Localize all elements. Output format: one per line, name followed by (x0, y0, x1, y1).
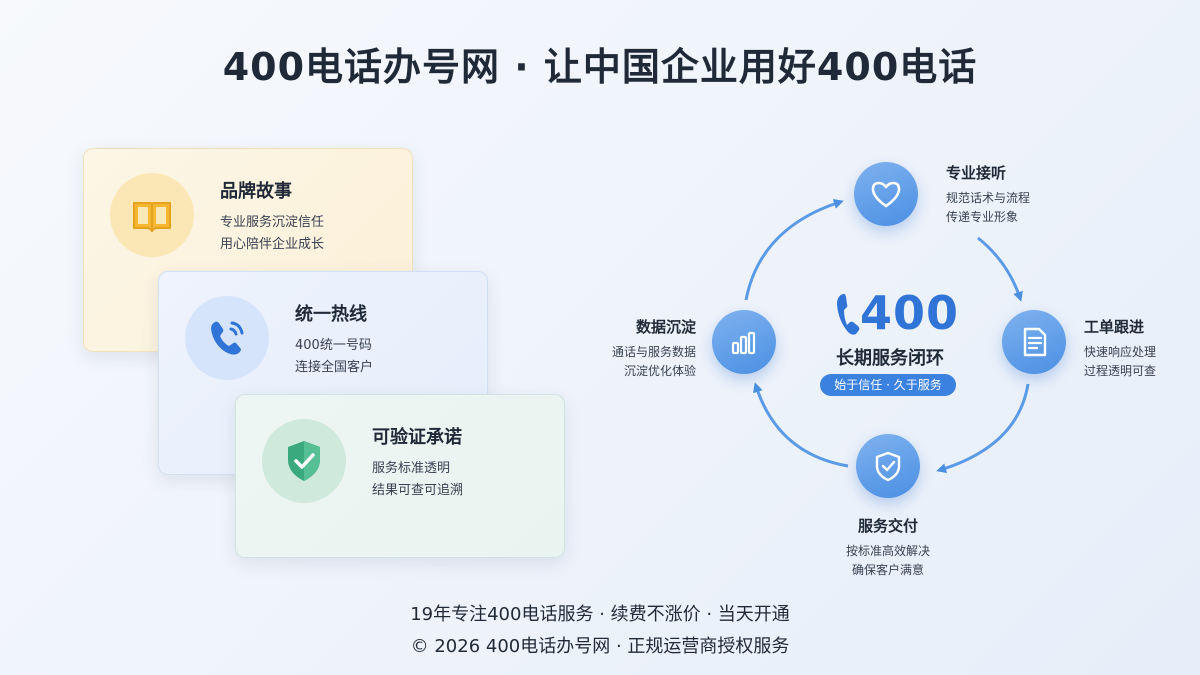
phone-icon (837, 293, 860, 335)
node-line: 过程透明可查 (1084, 364, 1157, 378)
node-service-delivery (856, 434, 920, 498)
node-title: 专业接听 (946, 164, 1007, 182)
card-title: 品牌故事 (220, 181, 292, 202)
book-icon-badge (110, 173, 194, 257)
phone-icon-badge (185, 296, 269, 380)
arrow-delivery-to-data (753, 382, 849, 468)
card-line: 用心陪伴企业成长 (220, 237, 325, 252)
shield-check-icon (288, 441, 320, 481)
shield-check-icon (875, 451, 901, 482)
node-line: 通话与服务数据 (611, 345, 696, 359)
arrow-data-to-answer (744, 199, 844, 301)
node-title: 数据沉淀 (635, 318, 696, 336)
footer-copyright: © 2026 400电话办号网 · 正规运营商授权服务 (410, 636, 790, 657)
footer-tagline: 19年专注400电话服务 · 续费不涨价 · 当天开通 (410, 604, 790, 625)
node-line: 按标准高效解决 (845, 544, 930, 558)
bar-chart-icon (731, 331, 756, 355)
node-title: 工单跟进 (1084, 318, 1145, 336)
center-tagline-badge: 始于信任 · 久于服务 (820, 374, 956, 396)
arrow-ticket-to-delivery (936, 383, 1030, 474)
cycle-arrows (744, 199, 1030, 474)
card-line: 服务标准透明 (372, 461, 451, 476)
center-title: 长期服务闭环 (836, 348, 944, 369)
card-title: 统一热线 (295, 304, 367, 325)
heart-icon (871, 181, 901, 208)
shield-icon-badge (262, 419, 346, 503)
node-ticket-follow-up (1002, 310, 1066, 374)
node-professional-answer (854, 162, 918, 226)
node-line: 确保客户满意 (851, 563, 924, 577)
card-verifiable-promise: 可验证承诺 服务标准透明 结果可查可追溯 (235, 394, 565, 558)
page-title: 400电话办号网 · 让中国企业用好400电话 (222, 45, 978, 89)
card-line: 结果可查可追溯 (372, 483, 464, 498)
phone-icon (211, 321, 244, 355)
node-line: 规范话术与流程 (946, 191, 1031, 205)
card-line: 400统一号码 (295, 338, 372, 353)
arrow-answer-to-ticket (977, 236, 1023, 302)
card-line: 连接全国客户 (295, 360, 374, 375)
card-title: 可验证承诺 (372, 427, 462, 448)
node-line: 沉淀优化体验 (623, 364, 696, 378)
document-icon (1023, 327, 1047, 357)
card-line: 专业服务沉淀信任 (220, 215, 325, 230)
book-icon (133, 202, 171, 232)
node-line: 快速响应处理 (1084, 345, 1157, 359)
node-line: 传递专业形象 (946, 210, 1019, 224)
node-title: 服务交付 (857, 517, 918, 535)
node-data-accumulation (712, 310, 776, 374)
center-number: 400 (860, 286, 960, 340)
